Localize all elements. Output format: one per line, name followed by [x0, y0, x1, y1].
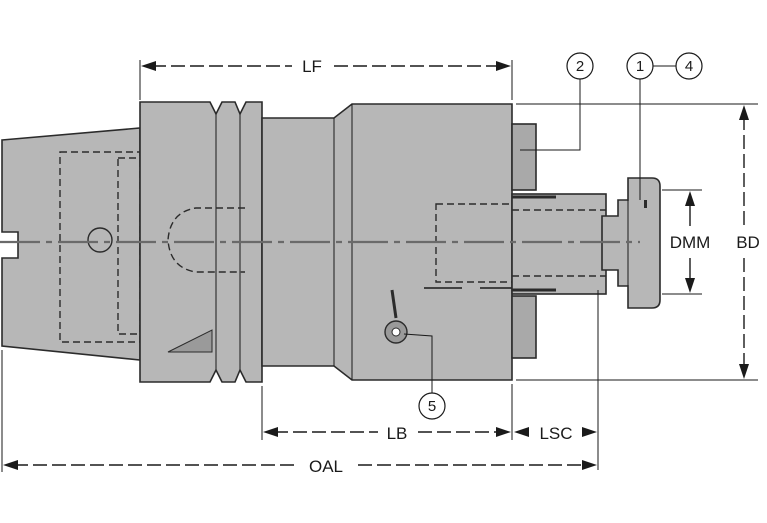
callout-2: 2	[520, 52, 594, 151]
extension-lines	[1, 60, 758, 472]
dim-label-lsc: LSC	[539, 424, 572, 443]
callout-4-label: 4	[685, 58, 693, 75]
callout-5: 5	[403, 333, 446, 420]
callout-4: 4	[675, 52, 703, 80]
dim-label-oal: OAL	[309, 457, 343, 476]
callout-1: 1	[626, 52, 676, 200]
nose	[511, 123, 607, 359]
dim-label-bd: BD	[736, 233, 760, 252]
dim-label-lf: LF	[302, 57, 322, 76]
dim-label-dmm: DMM	[670, 233, 711, 252]
dim-label-lb: LB	[387, 424, 408, 443]
drive-hole-icon	[87, 227, 113, 253]
callout-5-label: 5	[428, 398, 436, 415]
callout-2-label: 2	[576, 58, 584, 75]
dimension-lines	[3, 61, 749, 470]
callout-1-label: 1	[636, 58, 644, 75]
